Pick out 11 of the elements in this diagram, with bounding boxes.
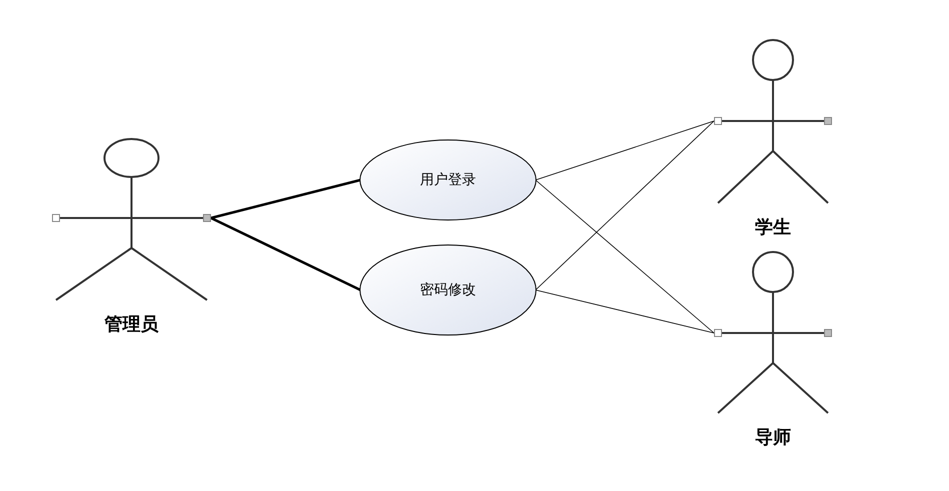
use-case-label: 密码修改 <box>419 281 477 299</box>
association-line <box>210 178 361 220</box>
association-line <box>535 180 714 334</box>
actor-name: 导师 <box>754 426 792 449</box>
use-case-label: 用户登录 <box>419 171 477 189</box>
actor-name: 学生 <box>754 216 792 239</box>
actor-name: 管理员 <box>104 313 160 336</box>
association-line <box>535 120 714 290</box>
association-line <box>535 290 714 334</box>
association-line <box>210 216 361 292</box>
association-line <box>535 120 714 180</box>
